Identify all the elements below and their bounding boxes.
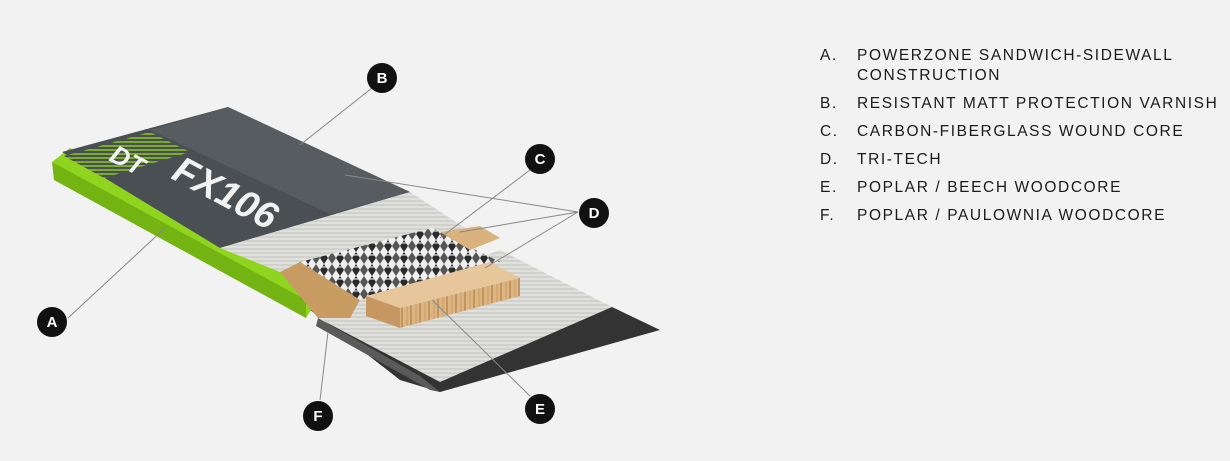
callout-b-label: B bbox=[377, 70, 388, 87]
legend-item-e: E. POPLAR / BEECH WOODCORE bbox=[820, 178, 1220, 198]
legend-text: CARBON-FIBERGLASS WOUND CORE bbox=[857, 123, 1185, 140]
leader-line-d2 bbox=[459, 211, 579, 233]
callout-c: C bbox=[525, 144, 555, 174]
legend-letter: F. bbox=[820, 207, 836, 224]
logo-stripes-block bbox=[64, 132, 190, 178]
legend-text: POPLAR / PAULOWNIA WOODCORE bbox=[857, 207, 1167, 224]
legend-letter: D. bbox=[820, 151, 839, 168]
legend-text: POWERZONE SANDWICH-SIDEWALL CONSTRUCTION bbox=[857, 47, 1173, 84]
callout-a: A bbox=[37, 307, 67, 337]
legend-text: POPLAR / BEECH WOODCORE bbox=[857, 179, 1123, 196]
callout-f: F bbox=[303, 401, 333, 431]
leader-line-f bbox=[319, 331, 329, 401]
legend-text: TRI-TECH bbox=[857, 151, 943, 168]
callout-d-label: D bbox=[589, 205, 600, 222]
legend-text: RESISTANT MATT PROTECTION VARNISH bbox=[857, 95, 1219, 112]
base-edge bbox=[316, 318, 440, 392]
leader-line-d1 bbox=[344, 174, 579, 213]
beech-woodcore-side bbox=[400, 278, 520, 328]
legend-letter: C. bbox=[820, 123, 839, 140]
callout-e: E bbox=[525, 394, 555, 424]
callout-d: D bbox=[579, 198, 609, 228]
beech-woodcore-front bbox=[366, 296, 400, 328]
leader-line-e bbox=[431, 299, 531, 397]
legend-letter: E. bbox=[820, 179, 838, 196]
lower-fiberglass-layer bbox=[318, 250, 612, 382]
leader-line-b bbox=[299, 87, 373, 146]
leader-line-c bbox=[439, 169, 531, 239]
side-wood-block-left bbox=[280, 262, 360, 318]
leader-line-a bbox=[67, 227, 166, 319]
leader-lines bbox=[67, 87, 579, 401]
beech-woodcore-top bbox=[366, 262, 520, 308]
legend-item-f: F. POPLAR / PAULOWNIA WOODCORE bbox=[820, 206, 1220, 226]
callout-e-label: E bbox=[535, 401, 545, 418]
legend-letter: B. bbox=[820, 95, 838, 112]
topsheet-sheen bbox=[150, 107, 410, 214]
side-wood-block-right bbox=[440, 226, 500, 250]
upper-fiberglass-layer bbox=[220, 192, 465, 272]
callout-a-label: A bbox=[47, 314, 58, 331]
legend-list: A. POWERZONE SANDWICH-SIDEWALL CONSTRUCT… bbox=[820, 46, 1220, 234]
leader-line-d3 bbox=[484, 211, 579, 269]
carbon-wound-core bbox=[300, 228, 500, 300]
legend-item-c: C. CARBON-FIBERGLASS WOUND CORE bbox=[820, 122, 1220, 142]
legend-item-a: A. POWERZONE SANDWICH-SIDEWALL CONSTRUCT… bbox=[820, 46, 1220, 86]
green-sidewall-top bbox=[52, 162, 306, 318]
legend-item-b: B. RESISTANT MATT PROTECTION VARNISH bbox=[820, 94, 1220, 114]
legend-item-d: D. TRI-TECH bbox=[820, 150, 1220, 170]
legend-letter: A. bbox=[820, 47, 838, 64]
callout-c-label: C bbox=[535, 151, 546, 168]
callout-b: B bbox=[367, 63, 397, 93]
callout-f-label: F bbox=[313, 408, 322, 425]
